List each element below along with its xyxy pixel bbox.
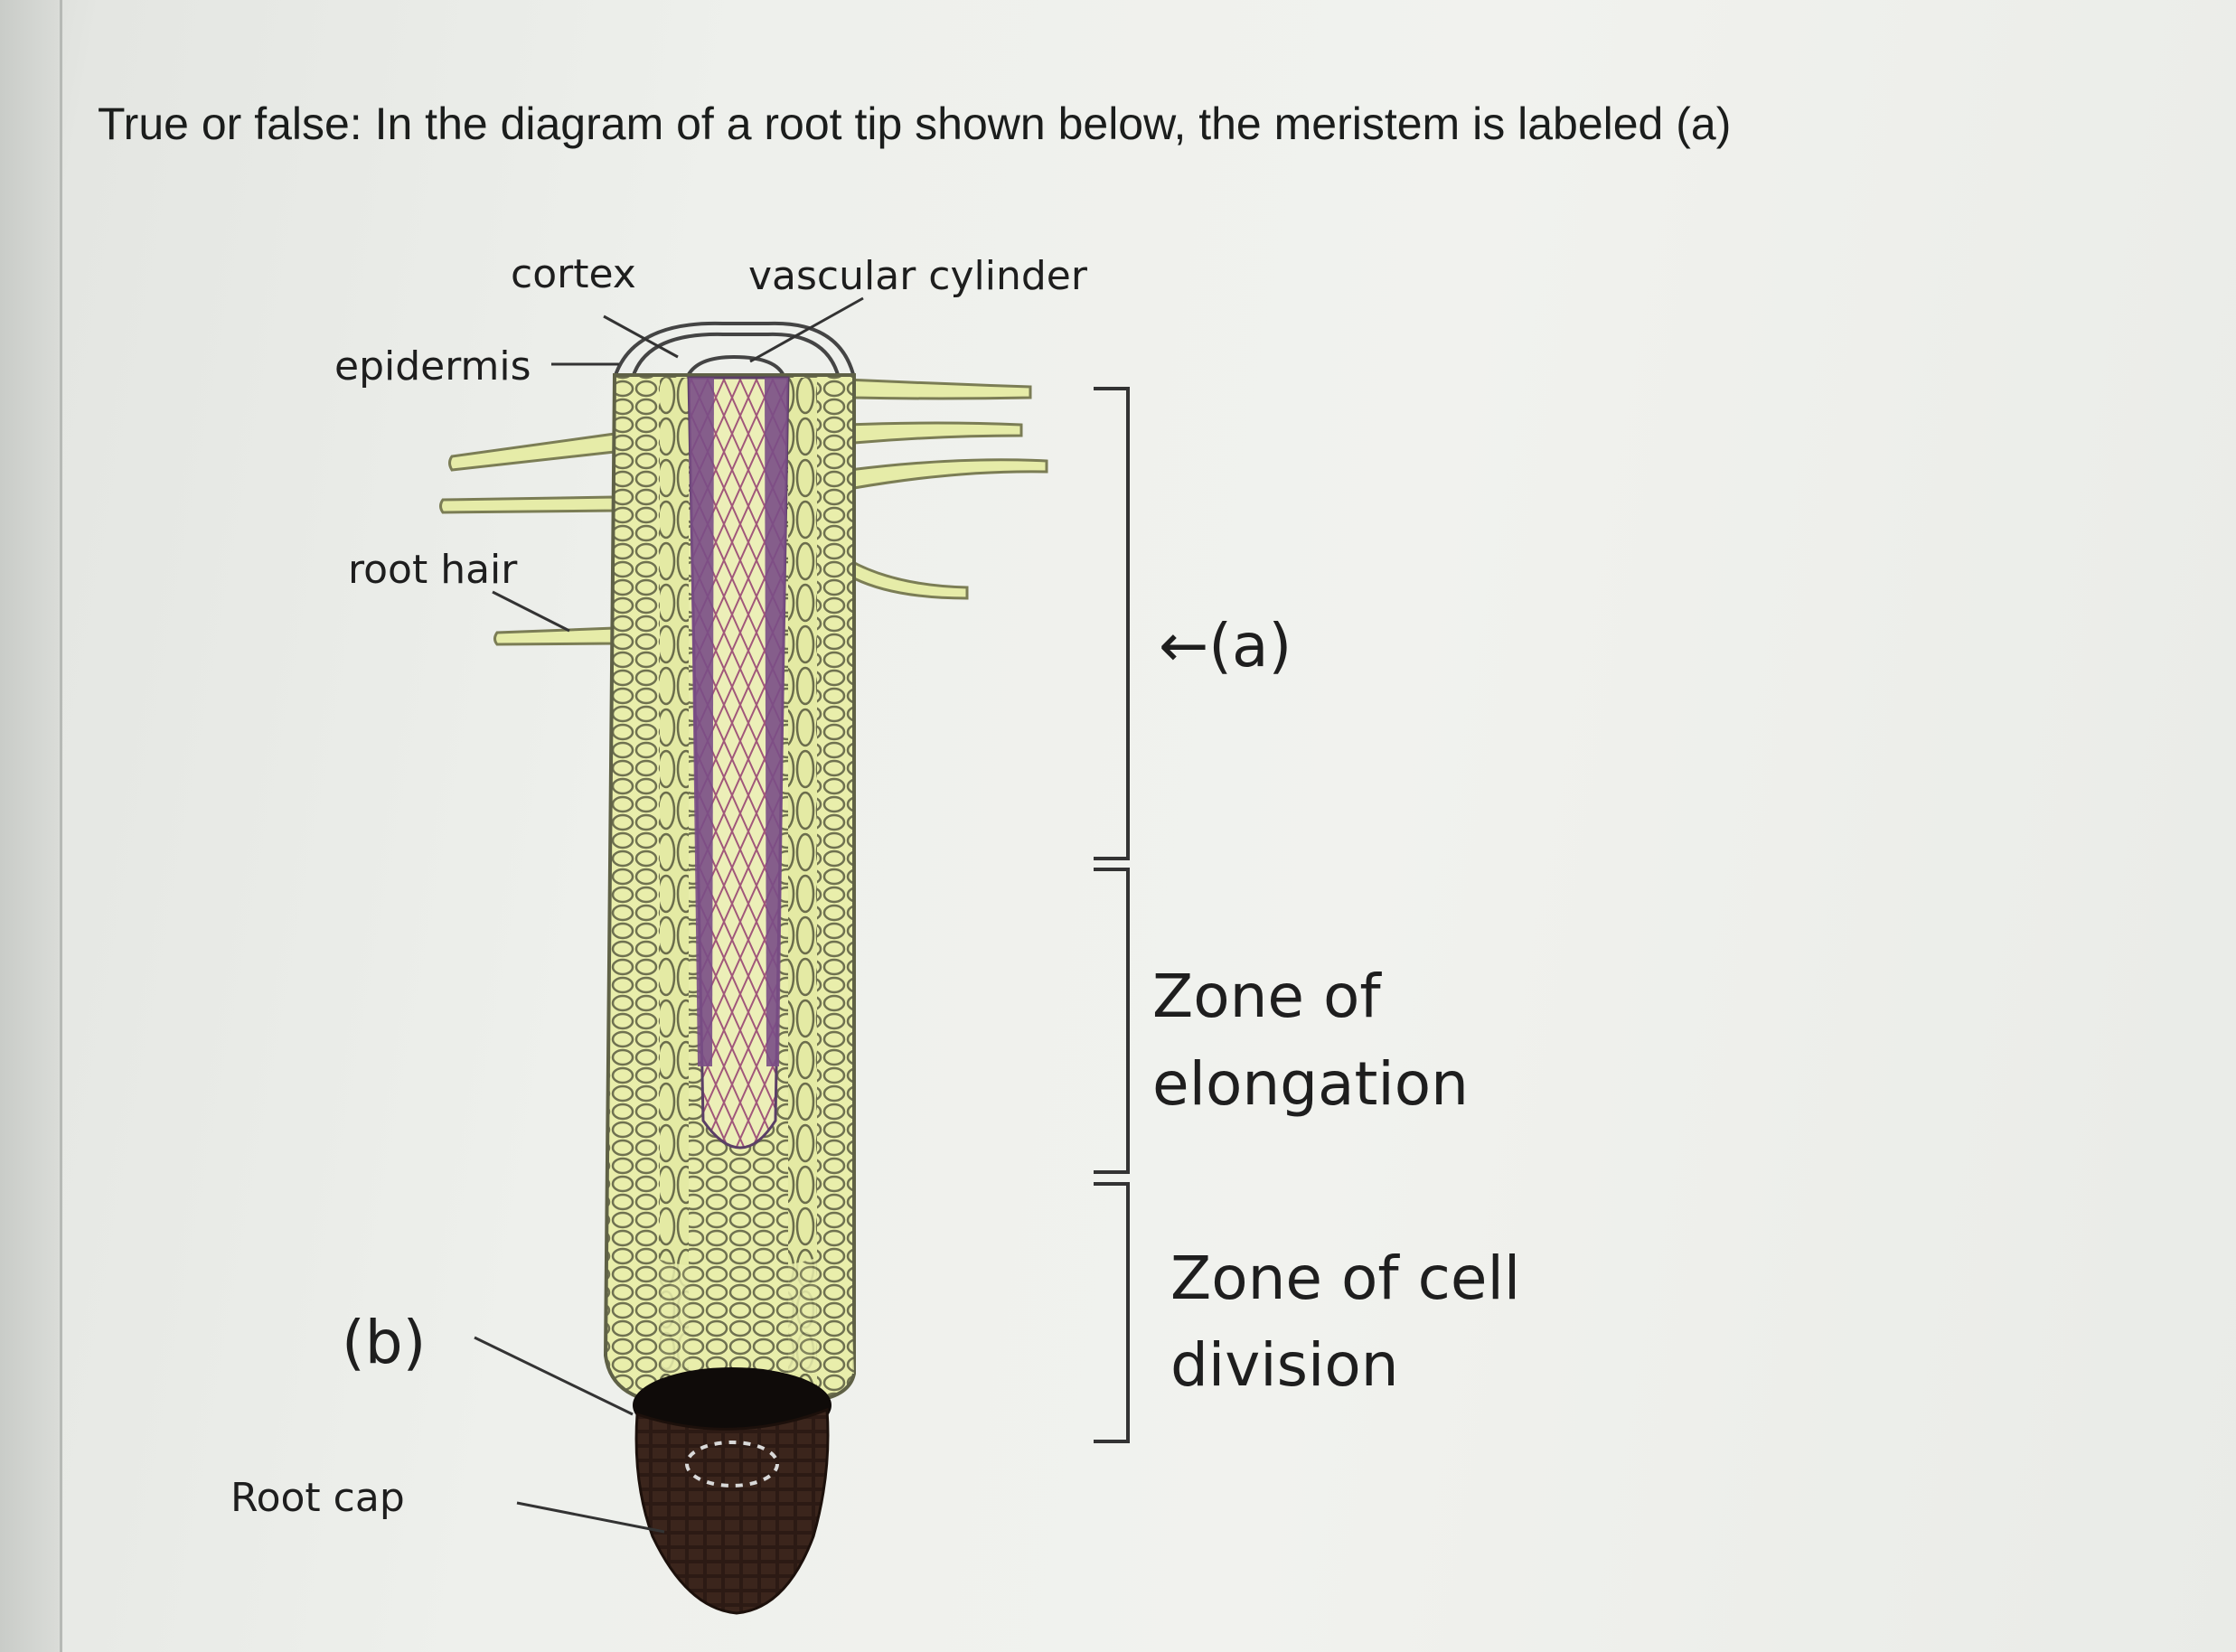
- root-hair: [850, 560, 967, 598]
- bracket-a: [1094, 389, 1128, 859]
- vascular-cylinder-leader: [750, 298, 863, 361]
- label-cortex: cortex: [511, 251, 636, 297]
- inner-cortex-right: [788, 378, 817, 1390]
- label-zone-division-2: division: [1170, 1330, 1399, 1400]
- cortex-leader: [604, 316, 678, 357]
- root-hair: [450, 434, 615, 470]
- cross-section-top: [615, 324, 854, 378]
- label-zone-division-1: Zone of cell: [1170, 1244, 1520, 1313]
- label-root-hair: root hair: [348, 547, 518, 593]
- bracket-elongation: [1094, 869, 1128, 1172]
- label-epidermis: epidermis: [334, 343, 531, 390]
- root-body: [606, 375, 854, 1401]
- label-zone-elongation-1: Zone of: [1152, 962, 1382, 1031]
- root-hair: [441, 497, 615, 512]
- root-cap: [633, 1367, 831, 1613]
- root-hair: [850, 460, 1047, 488]
- root-cap-leader: [517, 1503, 664, 1532]
- root-hair: [495, 628, 615, 644]
- label-vascular-cylinder: vascular cylinder: [748, 253, 1088, 299]
- label-zone-elongation-2: elongation: [1152, 1049, 1469, 1119]
- label-root-cap: Root cap: [230, 1475, 405, 1521]
- root-hair: [845, 380, 1030, 399]
- root-cap-body: [636, 1410, 828, 1613]
- inner-cortex-left: [660, 378, 689, 1390]
- root-hair: [845, 423, 1021, 443]
- bracket-division: [1094, 1184, 1128, 1441]
- zone-brackets: [1094, 389, 1128, 1441]
- root-hair-leader: [493, 592, 569, 631]
- label-a: ←(a): [1159, 611, 1292, 681]
- label-b: (b): [342, 1308, 426, 1377]
